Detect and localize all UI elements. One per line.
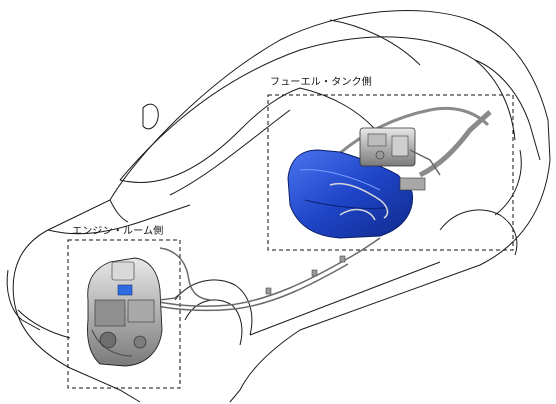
fuel-tank-callout-box xyxy=(267,94,514,251)
engine-assembly xyxy=(87,257,183,367)
fuel-line xyxy=(149,237,381,312)
fuel-tank-assembly xyxy=(287,106,492,239)
fuel-tank xyxy=(287,149,414,239)
fuel-tank-side-label: フューエル・タンク側 xyxy=(270,77,372,88)
engine-room-callout-box xyxy=(67,239,181,389)
fuel-line-clips xyxy=(265,255,346,295)
engine-room-side-label: エンジン・ルーム側 xyxy=(72,226,164,237)
